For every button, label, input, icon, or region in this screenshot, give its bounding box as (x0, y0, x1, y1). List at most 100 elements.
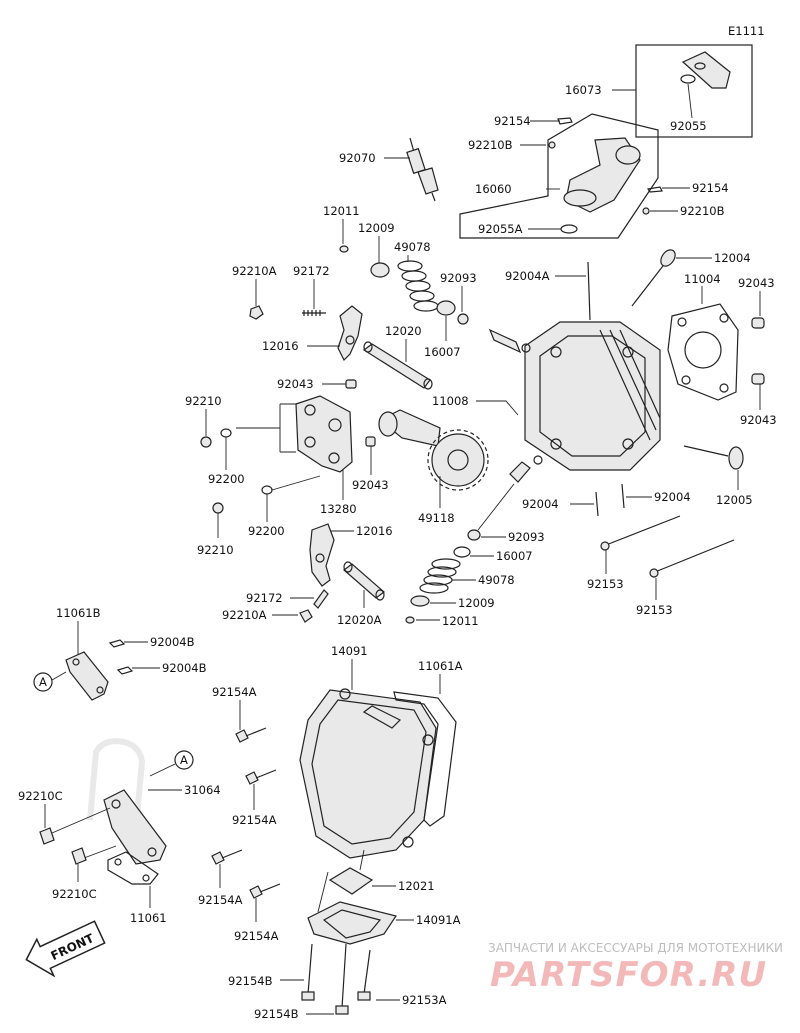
label-92200-upper: 92200 (208, 472, 245, 486)
label-12016-top: 12016 (262, 339, 299, 353)
label-92172-top: 92172 (293, 264, 330, 278)
part-12021-plate (328, 867, 374, 895)
label-12020A: 12020A (337, 613, 382, 627)
label-16073: 16073 (565, 83, 602, 97)
label-14091: 14091 (331, 644, 368, 658)
label-11061A: 11061A (418, 659, 463, 673)
part-12004-valve-upper (631, 249, 676, 307)
part-12020-rocker-shaft (362, 341, 433, 390)
callout-a-right-label: A (180, 753, 188, 767)
label-92154B-lower: 92154B (254, 1007, 299, 1021)
label-92004B-upper: 92004B (150, 635, 195, 649)
watermark-logo: PARTSFOR.RU (490, 955, 767, 995)
label-14091A: 14091A (416, 913, 461, 927)
part-14091A-cover (307, 901, 397, 945)
label-12009-top: 12009 (358, 221, 395, 235)
part-49118-camshaft-sprocket (378, 409, 489, 491)
label-92055: 92055 (670, 119, 707, 133)
part-11061B-plate (65, 651, 109, 701)
label-92210B-right: 92210B (680, 204, 725, 218)
label-49118: 49118 (418, 511, 455, 525)
label-92153-left: 92153 (587, 577, 624, 591)
part-92153-bolts (600, 515, 735, 578)
front-arrow-icon: FRONT (25, 920, 106, 978)
label-16060: 16060 (475, 182, 512, 196)
part-49078-spring-upper (397, 260, 439, 312)
label-92004-right: 92004 (654, 490, 691, 504)
label-11061B: 11061B (56, 606, 101, 620)
label-92004B-lower: 92004B (162, 661, 207, 675)
watermark-tagline: ЗАПЧАСТИ И АКСЕССУАРЫ ДЛЯ МОТОТЕХНИКИ (488, 941, 783, 955)
label-92210-lower: 92210 (197, 543, 234, 557)
label-11004: 11004 (684, 272, 721, 286)
group-box-16060 (459, 113, 659, 239)
part-bottom-bolts (301, 943, 371, 1015)
label-92154-top: 92154 (494, 114, 531, 128)
group-box-16073 (635, 44, 753, 138)
part-13280-cam-holder (295, 395, 353, 473)
label-92153-right: 92153 (636, 603, 673, 617)
label-49078-top: 49078 (394, 240, 431, 254)
label-12009-lower: 12009 (458, 596, 495, 610)
label-12005: 12005 (716, 493, 753, 507)
label-92154A-4: 92154A (234, 929, 279, 943)
label-92200-lower: 92200 (248, 524, 285, 538)
part-49078-spring-lower (419, 558, 461, 594)
label-11008: 11008 (432, 394, 469, 408)
label-92154B-upper: 92154B (228, 974, 273, 988)
label-92043-right-bottom: 92043 (740, 413, 777, 427)
label-92043-left: 92043 (277, 377, 314, 391)
part-12016-rocker-upper (337, 305, 363, 362)
part-14091-head-cover (299, 688, 437, 859)
label-92210A-lower: 92210A (222, 608, 267, 622)
part-11061-gasket (107, 851, 159, 885)
label-92093-lower: 92093 (508, 530, 545, 544)
callout-a-left-label: A (39, 675, 47, 689)
label-92154A-1: 92154A (212, 685, 257, 699)
label-92055A: 92055A (478, 222, 523, 236)
label-92070: 92070 (339, 151, 376, 165)
callout-a-left (33, 672, 53, 692)
part-92070-spark-plug (406, 137, 439, 202)
label-92172-lower: 92172 (246, 591, 283, 605)
label-12004: 12004 (714, 251, 751, 265)
label-92043-mid: 92043 (352, 478, 389, 492)
part-12020A-rocker-shaft (343, 561, 385, 601)
label-92154-right: 92154 (692, 181, 729, 195)
label-12016-lower: 12016 (356, 524, 393, 538)
label-16007-top: 16007 (424, 345, 461, 359)
label-92210A-top: 92210A (232, 264, 277, 278)
part-16073-drawing (680, 51, 731, 89)
label-11061: 11061 (130, 911, 167, 925)
part-11004-gasket (667, 303, 739, 401)
label-13280: 13280 (320, 502, 357, 516)
label-92093-top: 92093 (440, 271, 477, 285)
diagram-code: E1111 (728, 24, 765, 38)
part-11008-cylinder-head (524, 321, 661, 471)
label-92210C-lower: 92210C (52, 887, 97, 901)
label-92154A-3: 92154A (198, 893, 243, 907)
part-valve-seal-lower (509, 455, 543, 483)
part-12005-valve-lower (683, 445, 744, 470)
part-11061A-gasket (393, 691, 457, 827)
part-12016-rocker-lower (309, 523, 335, 587)
part-16060-drawing (560, 137, 641, 234)
label-12011-lower: 12011 (442, 614, 479, 628)
label-92154A-2: 92154A (232, 813, 277, 827)
label-92004-left: 92004 (522, 497, 559, 511)
label-16007-lower: 16007 (496, 549, 533, 563)
label-92210B-top: 92210B (468, 138, 513, 152)
label-92210C-upper: 92210C (18, 789, 63, 803)
label-31064: 31064 (184, 783, 221, 797)
callout-a-right (174, 750, 194, 770)
label-49078-lower: 49078 (478, 573, 515, 587)
label-92043-right-top: 92043 (738, 276, 775, 290)
label-92210-upper: 92210 (185, 394, 222, 408)
part-31064-bracket (87, 738, 167, 865)
label-92153A: 92153A (402, 993, 447, 1007)
label-92004A: 92004A (505, 269, 550, 283)
label-12011-top: 12011 (323, 204, 360, 218)
label-12021: 12021 (398, 879, 435, 893)
